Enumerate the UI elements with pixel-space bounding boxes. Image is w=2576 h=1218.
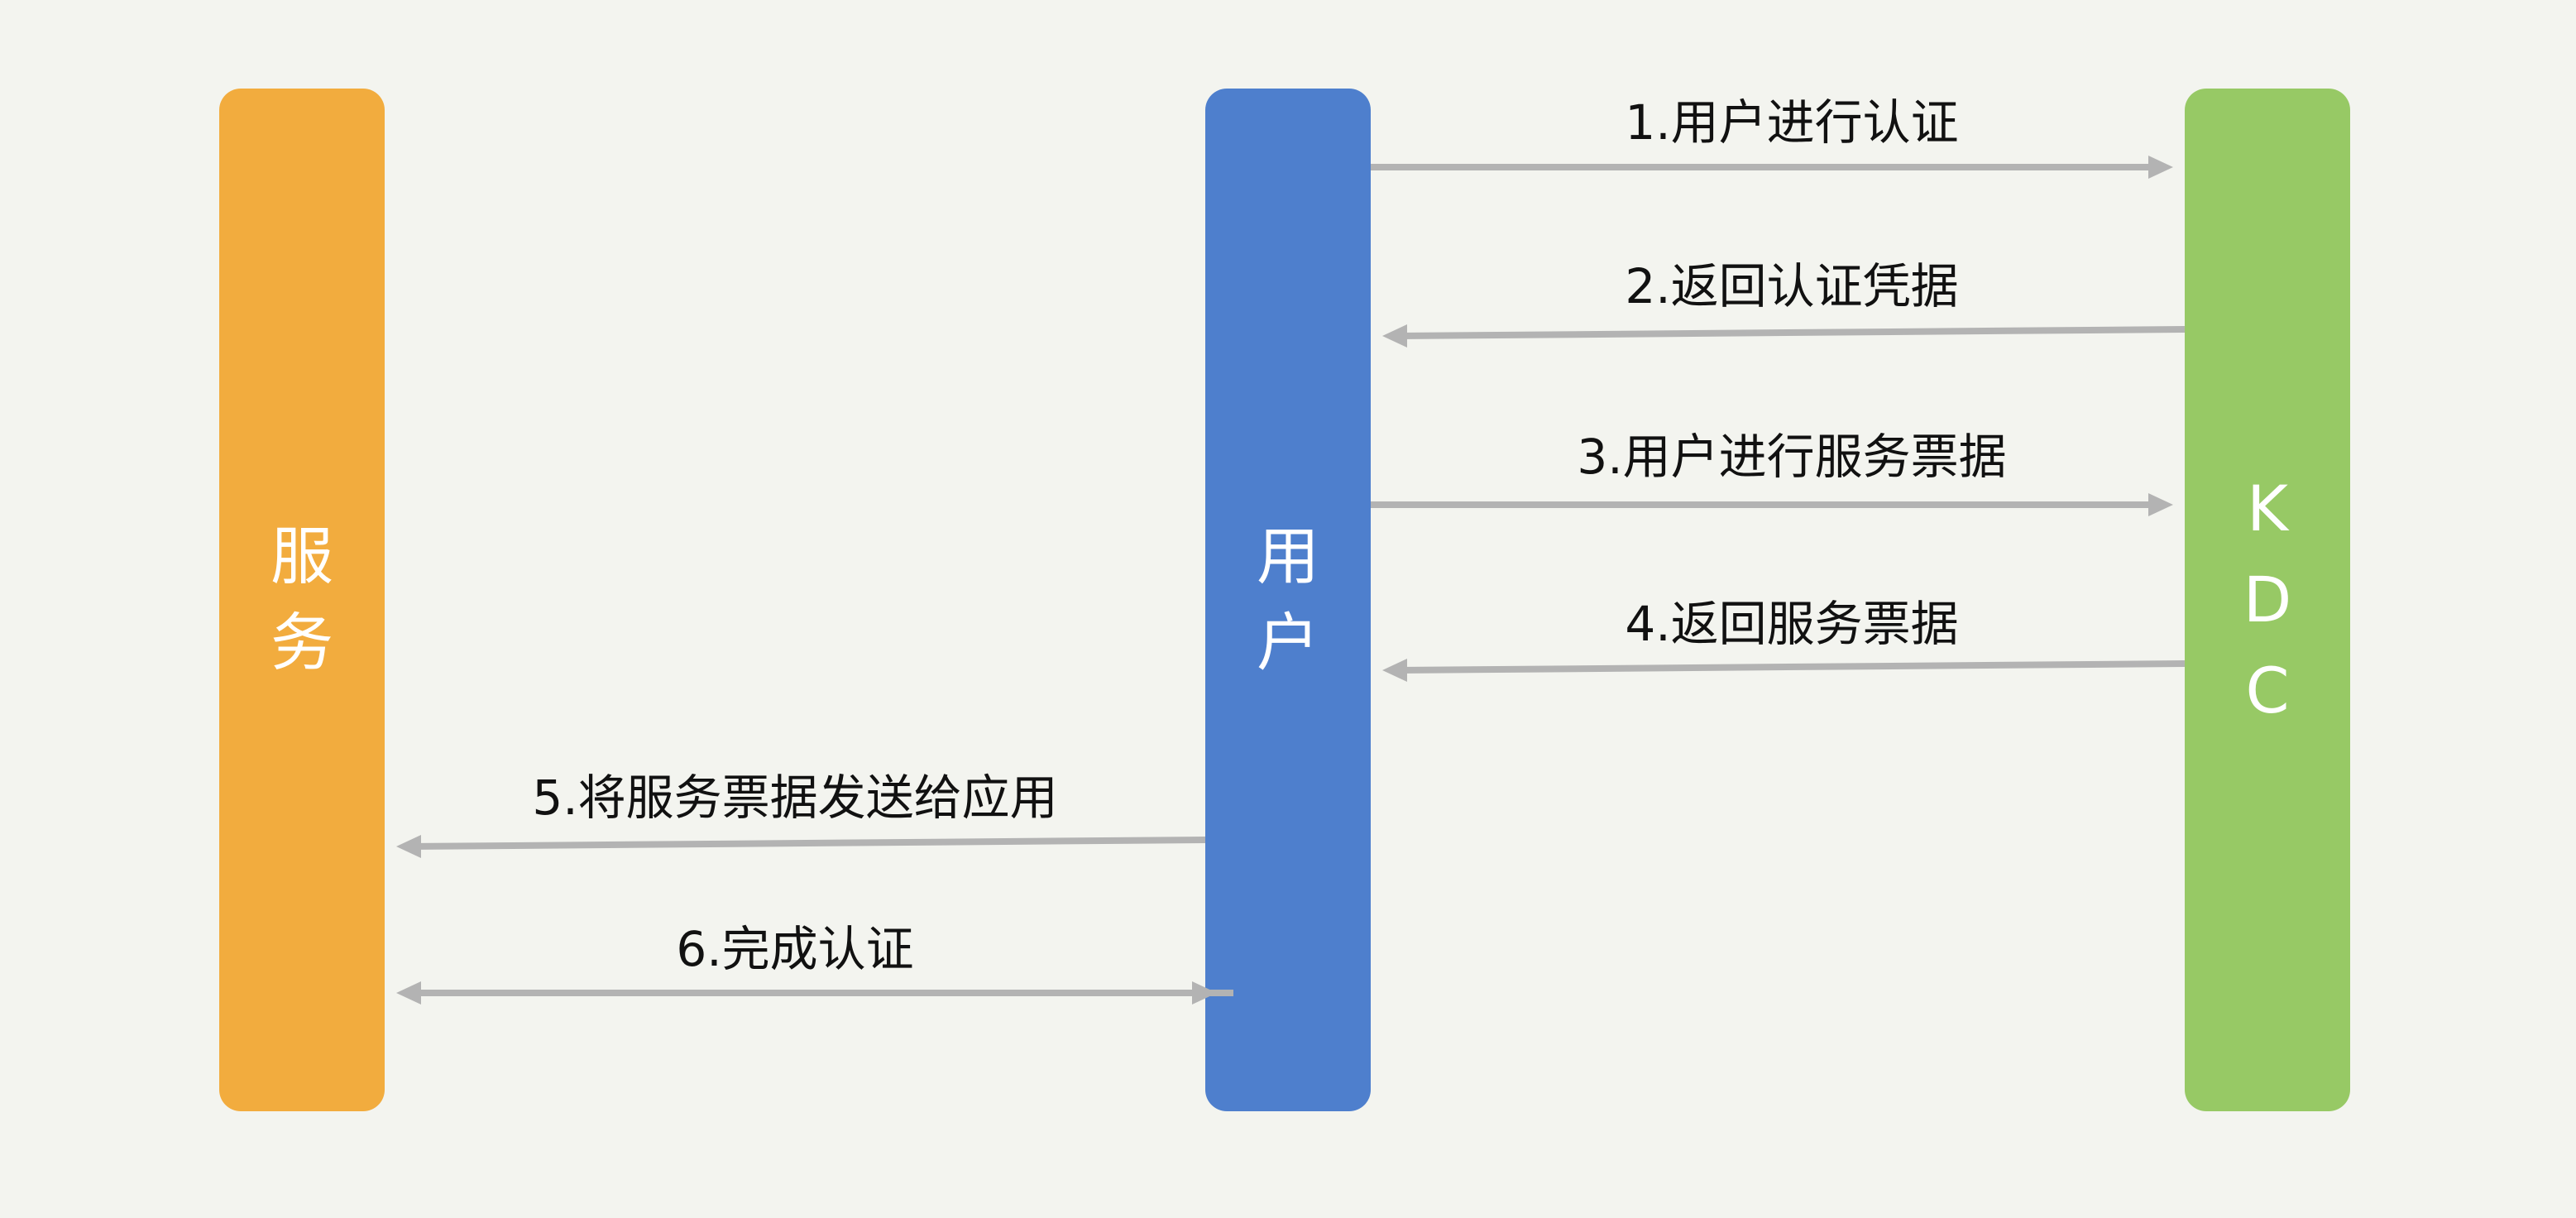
lane-user-label: 用户: [1257, 525, 1319, 674]
lane-service-char: 服: [271, 520, 333, 593]
message-label-4: 4.返回服务票据: [1625, 596, 1959, 652]
lane-user-char: 户: [1257, 606, 1319, 679]
lane-user: 用户: [1205, 89, 1371, 1111]
lane-service: 服务: [219, 89, 385, 1111]
lane-kdc-char: C: [2245, 654, 2290, 727]
message-arrow-5: [396, 835, 1206, 858]
message-label-1: 1.用户进行认证: [1625, 94, 1959, 151]
lane-service-char: 务: [271, 606, 333, 679]
message-arrow-1: [1371, 156, 2173, 179]
lane-service-label: 服务: [271, 525, 333, 674]
lane-kdc-char: D: [2243, 563, 2292, 636]
message-label-6: 6.完成认证: [676, 921, 914, 977]
message-arrow-4: [1382, 659, 2186, 682]
message-arrow-6: [396, 981, 1233, 1005]
message-arrow-3: [1371, 493, 2173, 516]
message-label-2: 2.返回认证凭据: [1625, 258, 1959, 314]
lane-user-char: 用: [1257, 520, 1319, 593]
lane-kdc-char: K: [2247, 472, 2288, 545]
message-label-5: 5.将服务票据发送给应用: [532, 770, 1058, 826]
message-label-3: 3.用户进行服务票据: [1577, 429, 2007, 485]
message-arrow-2: [1382, 324, 2186, 348]
